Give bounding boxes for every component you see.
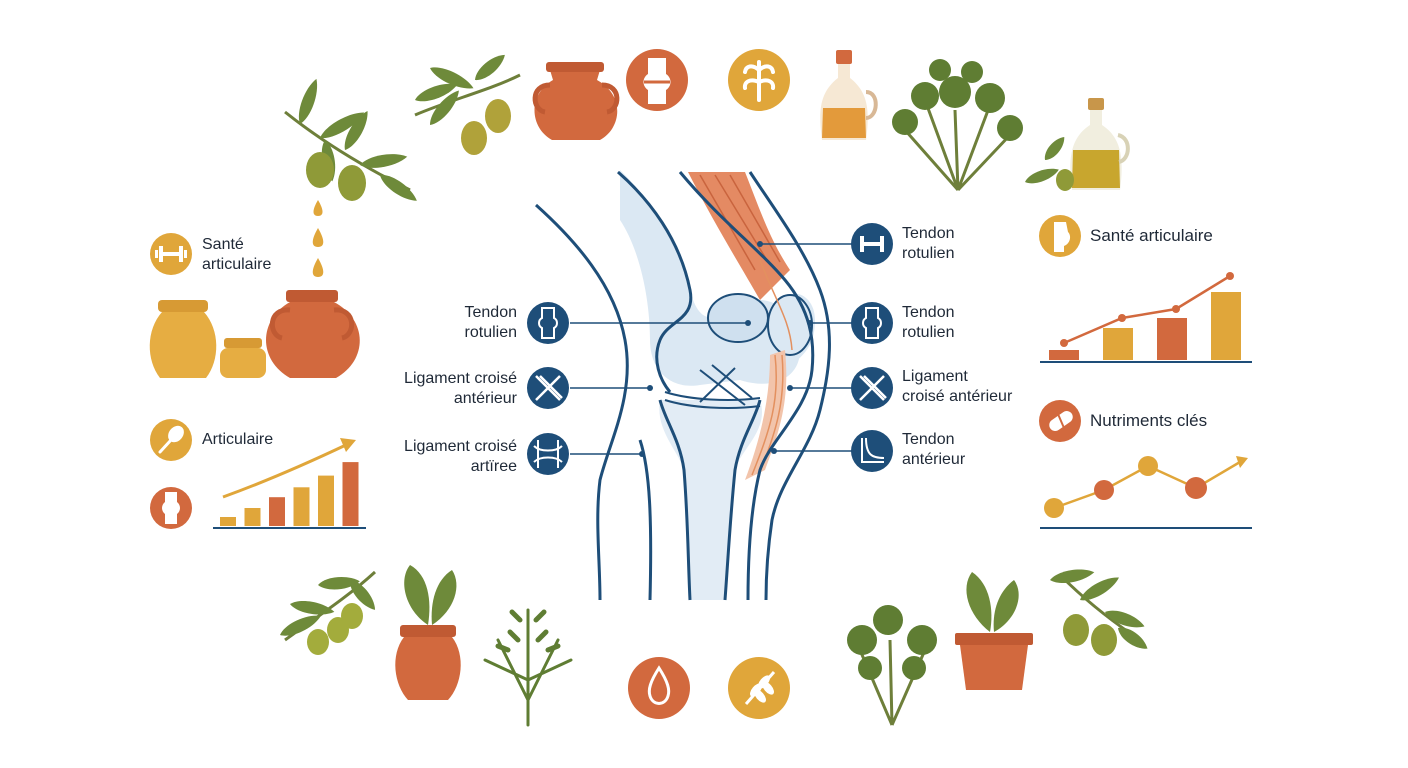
joint-gap-icon [527,433,569,475]
right-chart-trend-point [1172,305,1180,313]
olive-branch-icon [277,570,380,655]
olive-branch-icon [1048,566,1151,656]
label-nutriments-cles: Nutriments clés [1090,411,1208,430]
left-chart-bar [342,462,359,526]
left-chart-bar [244,508,261,526]
water-drop-badge-icon [628,657,690,719]
olive-branch-icon [284,76,421,206]
potted-plant-icon [395,565,461,700]
left-chart-bar [220,517,236,526]
nutrient-point [1044,498,1064,518]
left-chart-trend-arrow [222,442,349,499]
knee-joint-icon [527,302,569,344]
right-chart-bar [1157,318,1187,360]
amphora-icon [532,62,620,140]
right-chart-trend-point [1226,272,1234,280]
right-chart-trend-line [1063,274,1231,345]
left-chart-bar [293,487,310,526]
thyme-icon [483,608,573,727]
olive-oil-bottle-icon [1023,98,1130,191]
olive-branch-icon [412,50,521,155]
jar-icon [149,300,217,378]
right-bar-chart [1040,272,1252,363]
right-chart-bar [1049,350,1079,360]
oil-drop-icon [312,200,324,277]
crossed-ligament-icon [527,367,569,409]
left-chart-bar [318,475,334,526]
label-sante-articulaire-right: Santé articulaire [1090,226,1213,245]
potted-plant-icon [955,572,1033,690]
right-chart-bar [1103,328,1133,360]
small-jar-icon [220,338,266,378]
parsley-icon [892,59,1023,192]
crossed-ligament-icon [851,367,893,409]
knee-bone-badge-icon [150,487,192,529]
left-chart-arrowhead [340,438,356,452]
oil-bottle-icon [820,50,878,140]
dropper-badge-icon [150,419,192,461]
grain-badge-icon [728,657,790,719]
amphora-icon [266,290,360,378]
capsule-badge-icon [1039,400,1081,442]
knee-joint-badge-icon [626,49,688,111]
right-chart-trend-point [1118,314,1126,322]
dumbbell-icon [851,223,893,265]
left-bar-chart [213,438,366,529]
herb-badge-icon [728,49,790,111]
parsley-icon [847,605,937,726]
right-chart-bar [1211,292,1241,360]
tendon-curve-icon [851,430,893,472]
nutrient-point [1138,456,1158,476]
nutrient-trend-chart [1040,456,1252,529]
knee-badge-icon [1039,215,1081,257]
nutrient-point [1094,480,1114,500]
dumbbell-badge-icon [150,233,192,275]
nutrient-point [1185,477,1207,499]
knee-joint-icon [851,302,893,344]
right-chart-trend-point [1060,339,1068,347]
knee-anatomy-diagram [534,170,831,601]
label-articulaire: Articulaire [202,431,274,448]
left-chart-bar [269,497,285,526]
